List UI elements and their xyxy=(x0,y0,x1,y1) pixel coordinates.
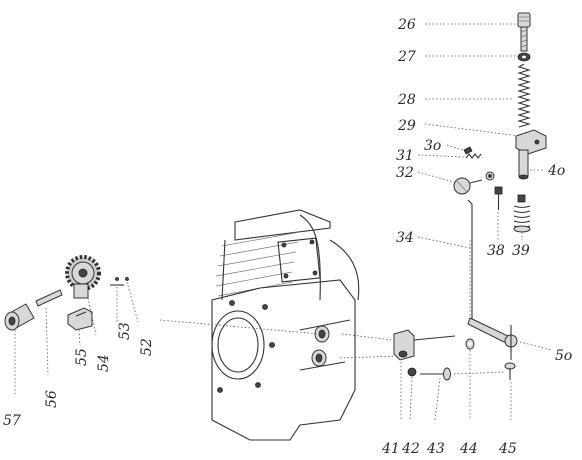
engine-block xyxy=(211,209,360,441)
label-44: 44 xyxy=(459,441,478,457)
label-26: 26 xyxy=(397,17,416,33)
part-41-shaft xyxy=(393,329,456,361)
part-32-adjuster xyxy=(453,171,495,195)
label-28: 28 xyxy=(397,92,416,108)
part-28-spring xyxy=(517,63,531,128)
part-56-pin xyxy=(35,289,63,307)
label-52: 52 xyxy=(139,338,155,356)
label-38: 38 xyxy=(487,243,505,259)
label-45: 45 xyxy=(498,441,517,457)
label-50: 5o xyxy=(555,348,572,364)
part-42-nut xyxy=(407,367,417,377)
part-38-screw xyxy=(494,186,503,210)
label-32: 32 xyxy=(396,165,414,181)
part-27-nut xyxy=(517,52,531,62)
label-30: 3o xyxy=(424,138,441,154)
part-53-pin xyxy=(110,277,124,286)
label-56: 56 xyxy=(44,390,60,408)
part-34-rod xyxy=(467,199,477,324)
part-26-screw xyxy=(517,12,531,52)
label-57: 57 xyxy=(3,413,21,429)
label-31: 31 xyxy=(396,148,414,164)
label-42: 42 xyxy=(401,441,420,457)
part-numbers: 26 27 28 29 3o 31 32 34 38 39 4o 41 42 4… xyxy=(3,17,572,457)
label-27: 27 xyxy=(397,49,416,65)
leader-lines xyxy=(14,23,553,421)
label-40: 4o xyxy=(547,163,565,179)
part-29-bracket xyxy=(515,129,547,180)
part-54-gear xyxy=(65,255,101,299)
label-41: 41 xyxy=(381,441,400,457)
label-55: 55 xyxy=(74,348,90,366)
part-39-spring xyxy=(513,194,531,233)
part-44-washer xyxy=(465,338,475,350)
part-50-lever xyxy=(467,317,518,360)
label-34: 34 xyxy=(396,230,414,246)
part-31-spring xyxy=(465,153,482,159)
part-55-cam xyxy=(67,307,93,331)
crankcase xyxy=(211,279,356,441)
part-30-clip xyxy=(463,146,473,155)
part-52-clip xyxy=(125,277,129,281)
bearing-bore xyxy=(211,310,265,380)
label-29: 29 xyxy=(397,118,416,134)
part-45-screw xyxy=(504,362,516,380)
label-54: 54 xyxy=(96,354,112,372)
label-53: 53 xyxy=(117,322,133,340)
part-43-bolt xyxy=(420,367,451,381)
label-43: 43 xyxy=(426,441,445,457)
label-39: 39 xyxy=(512,243,530,259)
inspection-plate xyxy=(277,237,321,283)
part-57-bushing xyxy=(4,303,35,331)
